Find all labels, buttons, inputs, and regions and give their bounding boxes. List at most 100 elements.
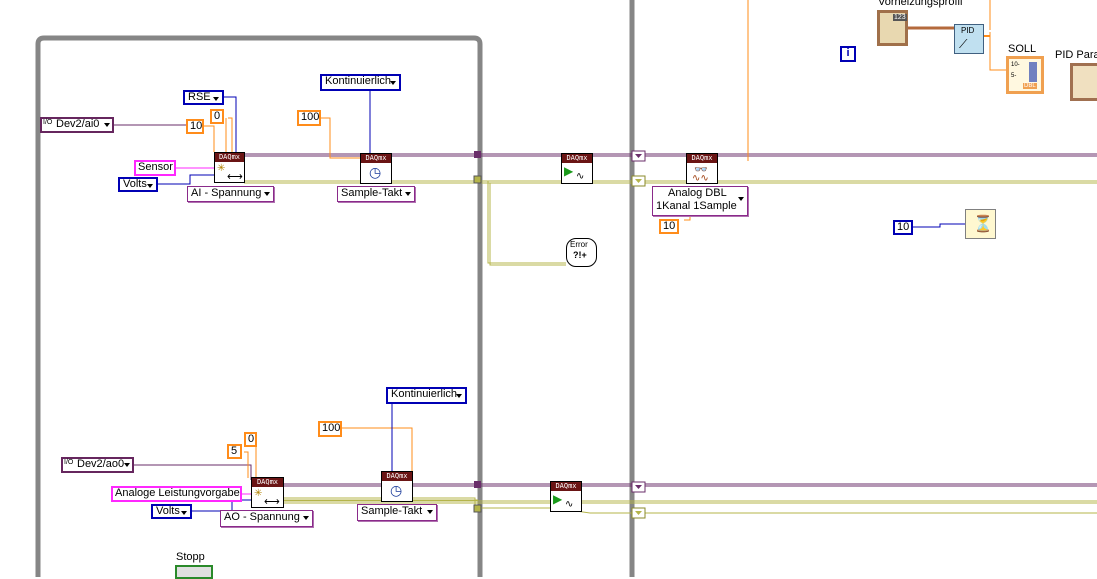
thermometer-icon: [1029, 62, 1037, 82]
daqmx-header: DAQmx: [361, 154, 391, 163]
daqmx-start-task-ai[interactable]: DAQmx ▶ ∿: [561, 153, 593, 184]
sensor-name-const[interactable]: Sensor: [134, 160, 176, 176]
gauge-hi: 10-: [1011, 62, 1020, 68]
error-icon: ?!+: [573, 250, 587, 260]
daqmx-timing-ai[interactable]: DAQmx ◷: [360, 153, 392, 184]
sample-mode-ring-ai[interactable]: Kontinuierlich: [320, 74, 401, 91]
profile-label: Vorheizungsprofil: [878, 0, 963, 8]
max-value-ao[interactable]: 5: [227, 444, 242, 459]
read-timeout[interactable]: 10: [659, 219, 679, 234]
pid-text: PID: [961, 26, 975, 35]
iteration-terminal: i: [840, 46, 856, 62]
units-text: Volts: [123, 178, 147, 190]
channel-ref-ai-text: Dev2/ai0: [56, 118, 100, 130]
waveform-icon: ∿: [565, 499, 574, 510]
setpoint-indicator[interactable]: 10- 5- DBL: [1006, 56, 1044, 94]
terminal-config-text: RSE: [188, 91, 211, 103]
daqmx-header: DAQmx: [562, 154, 592, 163]
dropdown-arrow-icon: [181, 511, 187, 515]
daqmx-header: DAQmx: [252, 478, 283, 487]
sample-mode-text: Kontinuierlich: [391, 388, 458, 400]
daqmx-create-channel-ao[interactable]: DAQmx ✳ ⟷: [251, 477, 284, 508]
gauge-mid: 5-: [1011, 73, 1017, 79]
create-channel-mode-ai[interactable]: AI - Spannung: [187, 186, 274, 202]
terminal-config-ring[interactable]: RSE: [183, 90, 224, 105]
task-wires: [114, 124, 1097, 487]
simple-error-handler[interactable]: Error ?!+: [566, 238, 597, 267]
units-text: Volts: [156, 505, 180, 517]
pid-params-label: PID Para: [1055, 49, 1097, 61]
type-badge: DBL: [1023, 83, 1037, 89]
daqmx-start-task-ao[interactable]: DAQmx ▶ ∿: [550, 481, 582, 512]
timing-mode-text: Sample-Takt: [361, 505, 423, 517]
io-icon: I/O: [64, 459, 74, 466]
dropdown-arrow-icon: [303, 516, 309, 520]
waveform-icon: ∿: [576, 171, 585, 182]
min-value-ai[interactable]: 0: [210, 109, 224, 124]
max-value-ai[interactable]: 10: [186, 119, 204, 134]
daqmx-header: DAQmx: [382, 472, 412, 481]
read-mode-line2: 1Kanal 1Sample: [656, 200, 737, 212]
channel-ref-ai[interactable]: I/O Dev2/ai0: [40, 117, 114, 133]
array-index: 123: [893, 14, 907, 21]
units-ring-ai[interactable]: Volts: [118, 177, 158, 192]
play-icon: ▶: [564, 164, 574, 178]
output-name-const[interactable]: Analoge Leistungvorgabe: [111, 486, 242, 502]
rate-ao[interactable]: 100: [318, 421, 342, 437]
io-icon: I/O: [43, 119, 53, 126]
rate-ai[interactable]: 100: [297, 110, 321, 126]
enum-wires: [158, 90, 966, 512]
metronome-icon: ⏳: [973, 216, 993, 233]
timing-mode-ai[interactable]: Sample-Takt: [337, 186, 415, 202]
waveform-icon: ⟷: [264, 496, 280, 508]
read-mode-ring[interactable]: Analog DBL 1Kanal 1Sample: [652, 186, 748, 216]
min-value-ao[interactable]: 0: [244, 432, 257, 447]
pid-params-cluster[interactable]: [1070, 63, 1097, 101]
sample-mode-ring-ao[interactable]: Kontinuierlich: [386, 387, 467, 404]
star-icon: ✳: [217, 163, 226, 174]
daqmx-header: DAQmx: [551, 482, 581, 491]
daqmx-header: DAQmx: [215, 153, 244, 162]
clock-icon: ◷: [390, 482, 403, 498]
error-tunnel-ao: [473, 504, 482, 513]
dropdown-arrow-icon: [738, 197, 744, 201]
channel-ref-ao[interactable]: I/O Dev2/ao0: [61, 457, 134, 473]
daqmx-create-channel-ai[interactable]: DAQmx ✳ ⟷: [214, 152, 245, 183]
error-text: Error: [570, 240, 588, 249]
wait-ms-vi[interactable]: ⏳: [965, 209, 996, 239]
dropdown-arrow-icon: [427, 510, 433, 514]
create-channel-mode-ao[interactable]: AO - Spannung: [220, 510, 313, 527]
daqmx-timing-ao[interactable]: DAQmx ◷: [381, 471, 413, 502]
error-tunnel: [473, 175, 482, 184]
sequence-frame-1: [35, 35, 483, 577]
channel-ref-ao-text: Dev2/ao0: [77, 458, 125, 470]
mode-text: AO - Spannung: [224, 511, 300, 523]
timing-mode-ao[interactable]: Sample-Takt: [357, 504, 437, 521]
dropdown-arrow-icon: [456, 394, 462, 398]
sequence-local-terminals: [631, 150, 646, 519]
profile-array[interactable]: 123: [877, 10, 908, 46]
dropdown-arrow-icon: [264, 192, 270, 196]
task-tunnel-ao: [474, 481, 481, 488]
dropdown-arrow-icon: [104, 123, 110, 127]
glasses-icon: 👓: [694, 164, 708, 176]
play-icon: ▶: [553, 492, 563, 506]
timing-mode-text: Sample-Takt: [341, 187, 403, 199]
mode-text: AI - Spannung: [191, 187, 262, 199]
dropdown-arrow-icon: [124, 463, 130, 467]
daqmx-read-ai[interactable]: DAQmx 👓 ∿∿: [686, 153, 718, 184]
dropdown-arrow-icon: [147, 184, 153, 188]
units-ring-ao[interactable]: Volts: [151, 504, 192, 519]
waveform-icon: ⟷: [227, 171, 243, 183]
dropdown-arrow-icon: [213, 97, 219, 101]
clock-icon: ◷: [369, 164, 382, 180]
stop-label: Stopp: [176, 551, 205, 563]
waveform-icon: ∿∿: [692, 173, 709, 184]
pid-vi[interactable]: PID ⟋: [954, 24, 984, 54]
dropdown-arrow-icon: [405, 192, 411, 196]
wait-ms-const[interactable]: 10: [893, 220, 913, 235]
numeric-wires: [204, 0, 1008, 478]
dropdown-arrow-icon: [390, 81, 396, 85]
task-tunnel: [474, 151, 481, 158]
